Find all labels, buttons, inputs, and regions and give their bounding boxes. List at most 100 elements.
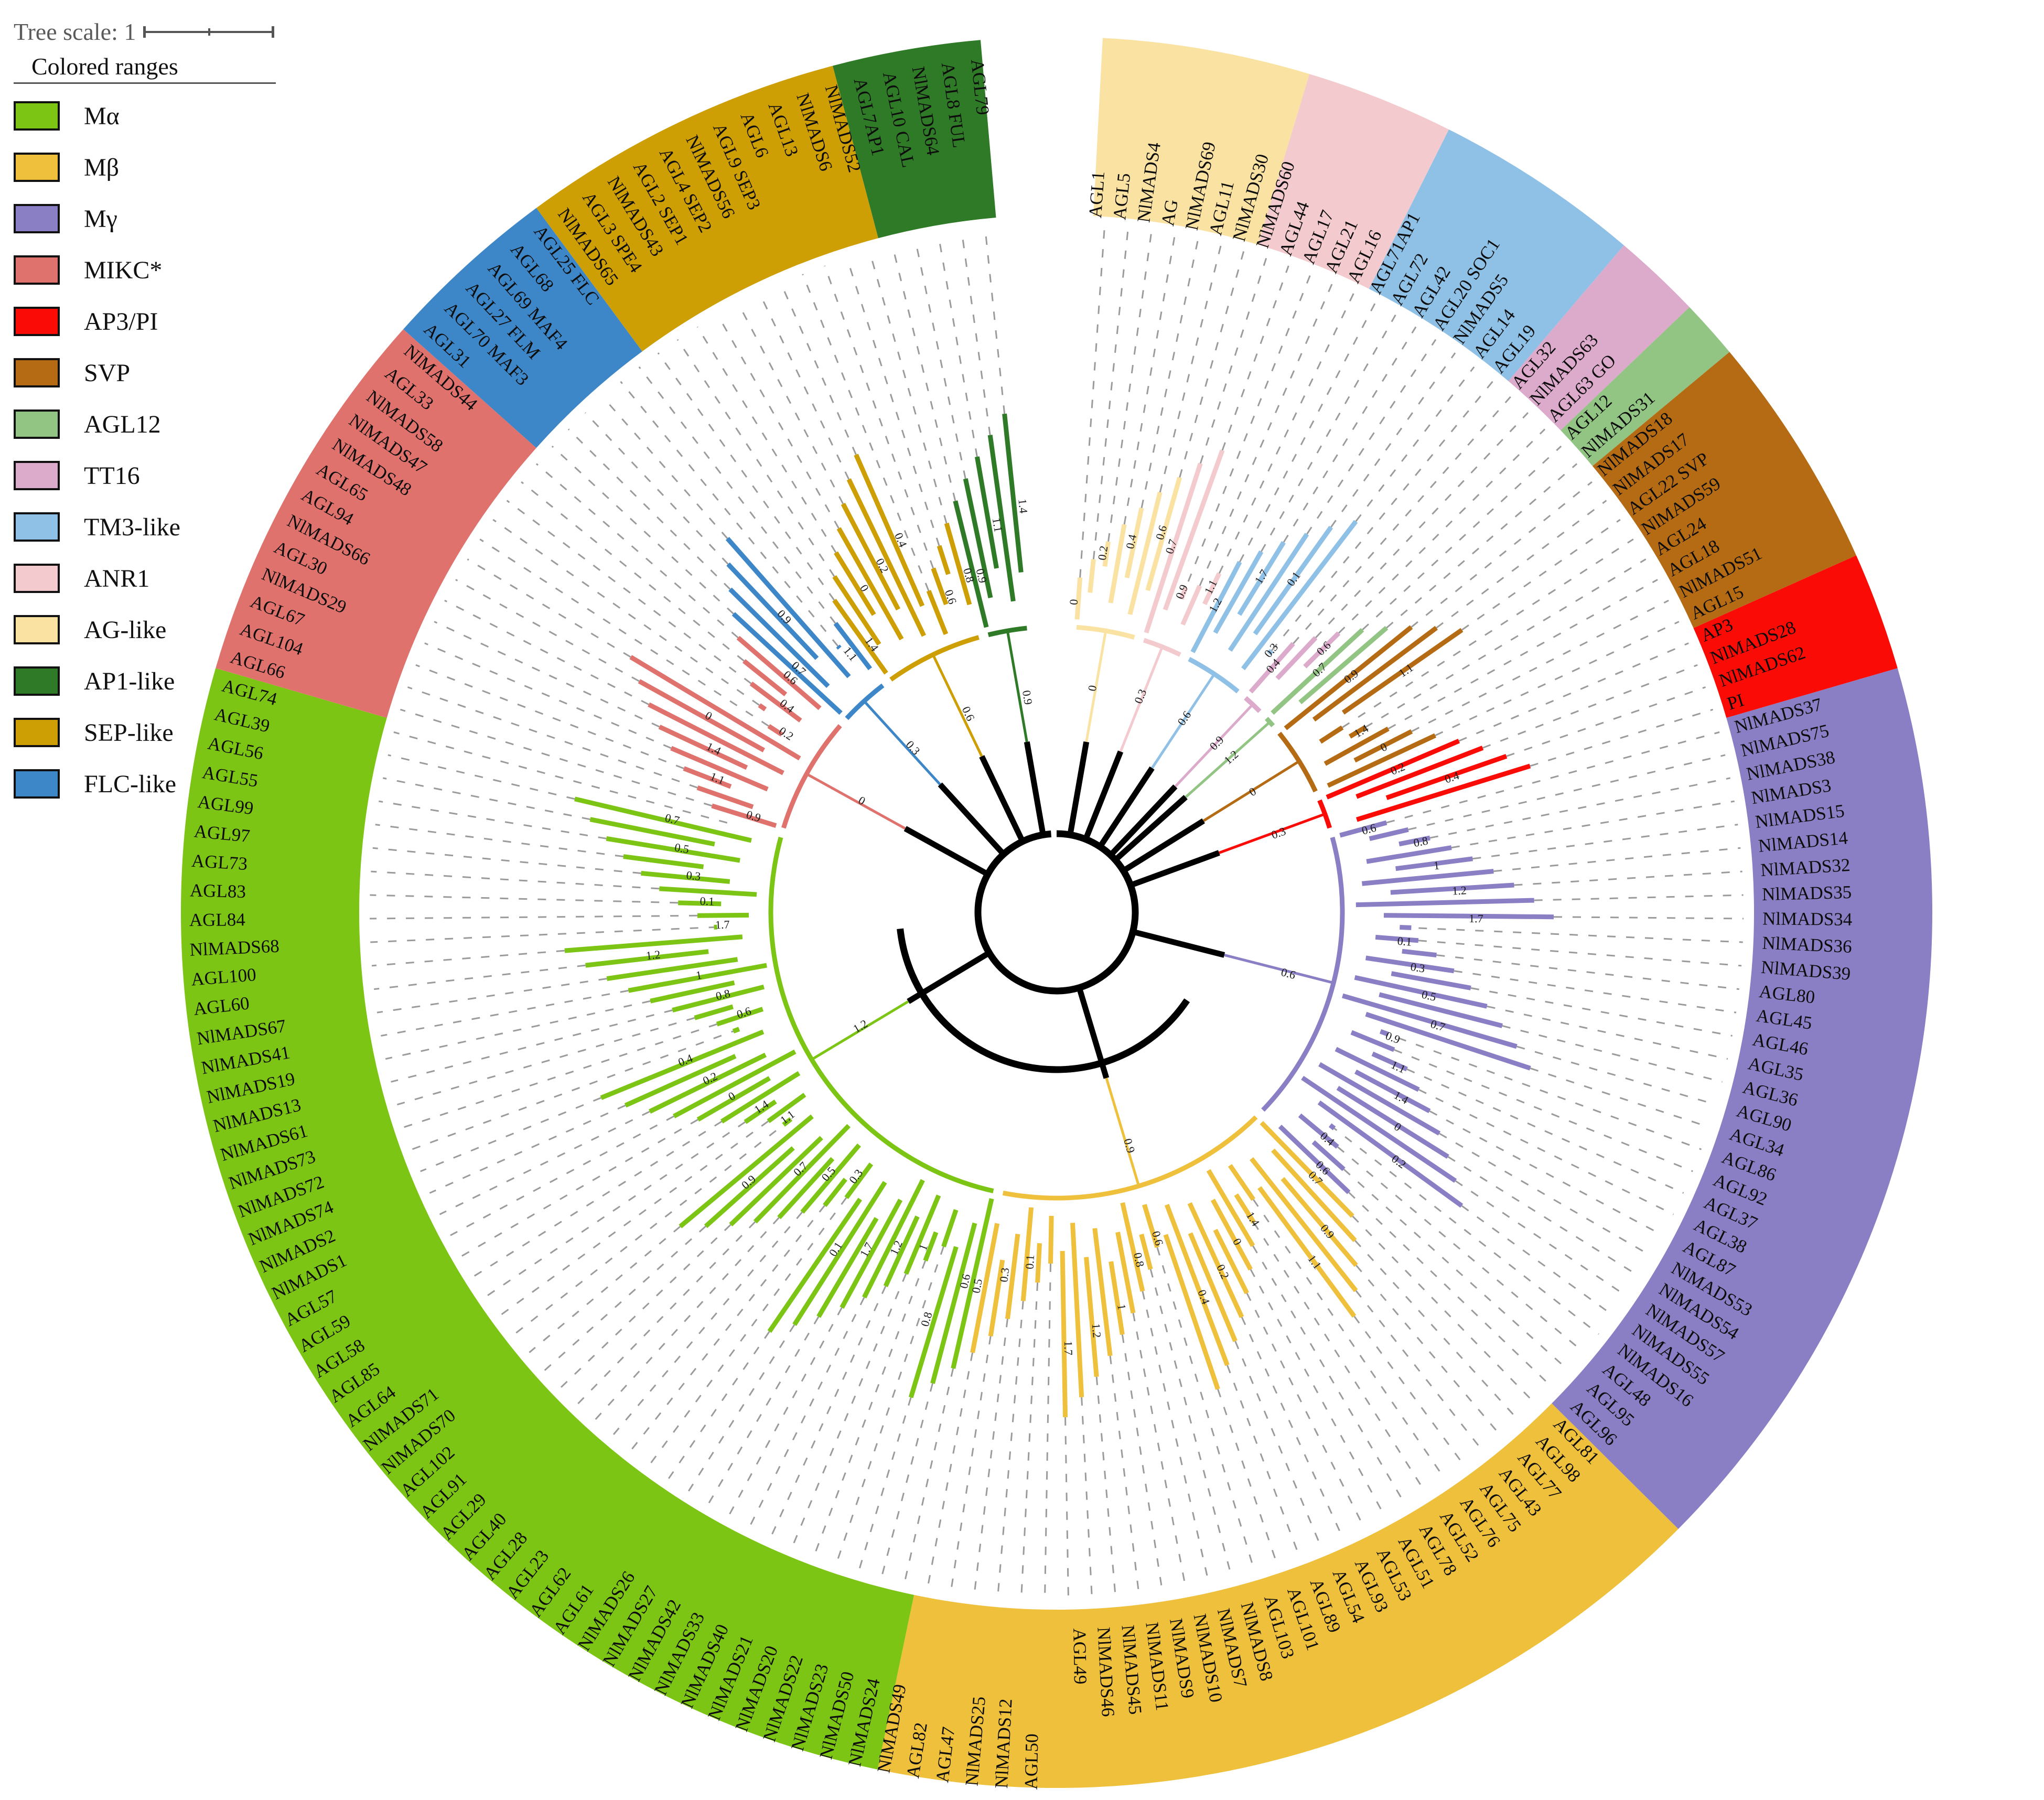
leaf-connector [1362, 445, 1562, 631]
leaf-connector [770, 1286, 887, 1537]
legend-item[interactable]: AP1-like [14, 655, 297, 707]
colored-range-sector[interactable] [216, 329, 536, 718]
tree-branch [781, 724, 842, 829]
leaf-connector [1218, 293, 1355, 574]
tree-branch [1356, 763, 1531, 822]
leaf-connector [444, 599, 649, 705]
leaf-connector [813, 1260, 927, 1556]
leaf-connector [687, 1324, 795, 1493]
tree-branch [1179, 587, 1188, 600]
tree-branch [923, 1231, 939, 1262]
leaf-connector [630, 1205, 825, 1452]
leaf-connector-dashes [370, 227, 1744, 1599]
tree-branch [1083, 750, 1124, 840]
leaf-connector [903, 1368, 954, 1582]
legend-item[interactable]: ANR1 [14, 553, 297, 604]
legend-item-label: AGL12 [84, 410, 161, 438]
colored-range-sector[interactable] [832, 40, 996, 239]
tree-branch [1108, 784, 1178, 857]
legend-item[interactable]: Mβ [14, 142, 297, 193]
legend-item[interactable]: FLC-like [14, 758, 297, 810]
tree-branch [1129, 850, 1220, 888]
tree-branch [1267, 649, 1274, 655]
tree-branch [589, 817, 715, 847]
tree-scale: Tree scale: 1 [14, 16, 297, 47]
colored-range-sector[interactable] [1369, 129, 1624, 381]
legend-item-label: AP1-like [84, 667, 175, 695]
tree-branch [696, 785, 754, 810]
leaf-connector [1343, 1168, 1569, 1371]
tree-branch [1311, 1140, 1346, 1171]
leaf-connector [467, 558, 631, 658]
leaf-connector [1348, 1192, 1553, 1388]
leaf-connector [1411, 481, 1593, 628]
colored-range-rings [181, 38, 1932, 1788]
tree-branch [1228, 1164, 1255, 1201]
leaf-connector [1454, 970, 1737, 1014]
tree-branch [897, 928, 1190, 1073]
branch-length-label: 0.3 [1410, 960, 1426, 975]
colored-range-sector[interactable] [536, 66, 878, 352]
tree-branch [1122, 818, 1205, 874]
leaf-connector [1530, 1067, 1709, 1128]
colored-range-sector[interactable] [877, 1403, 1679, 1788]
leaf-connector [370, 914, 698, 920]
leaf-connector [506, 500, 752, 684]
tree-branch [1098, 766, 1155, 848]
leaf-connector [474, 1120, 723, 1277]
tree-branch [1115, 1232, 1136, 1314]
legend-item[interactable]: TM3-like [14, 501, 297, 553]
tree-branch [937, 545, 951, 575]
tree-branch [854, 454, 925, 607]
colored-range-sector[interactable] [1552, 668, 1932, 1529]
leaf-connector [1159, 245, 1222, 493]
legend-item[interactable]: SVP [14, 347, 297, 398]
tree-branch [767, 724, 783, 737]
branch-length-label: 1.2 [1451, 883, 1467, 898]
leaf-connector [424, 642, 672, 749]
leaf-connector [1406, 1068, 1684, 1194]
leaf-connector [858, 1397, 912, 1571]
legend-item[interactable]: Mγ [14, 193, 297, 244]
branch-length-label: 0.5 [1420, 987, 1438, 1004]
colored-range-sector[interactable] [1258, 74, 1449, 289]
legend-item[interactable]: Mα [14, 90, 297, 142]
tree-branch [650, 980, 735, 1004]
tree-branch [574, 796, 752, 843]
tree-branch [777, 1157, 835, 1220]
tree-branch [1365, 1011, 1531, 1071]
tree-branch [729, 1136, 823, 1227]
legend-item[interactable]: MIKC* [14, 244, 297, 296]
leaf-connector [375, 824, 624, 858]
legend-item[interactable]: TT16 [14, 450, 297, 501]
leaf-connector [1439, 1133, 1652, 1257]
leaf-connector [1095, 1376, 1116, 1597]
colored-range-sector[interactable] [1093, 38, 1310, 245]
legend-item-label: Mγ [84, 204, 117, 233]
colored-range-sector[interactable] [1592, 352, 1856, 628]
leaf-connector [1411, 599, 1669, 732]
legend-item[interactable]: AG-like [14, 604, 297, 655]
tree-branch [1391, 971, 1471, 990]
legend-item[interactable]: SEP-like [14, 707, 297, 758]
leaf-connector [1306, 339, 1437, 535]
tree-branch [903, 826, 989, 877]
legend-item[interactable]: AP3/PI [14, 296, 297, 347]
tree-branch [1402, 948, 1437, 958]
tree-branch [1390, 882, 1514, 895]
leaf-connector [370, 926, 717, 943]
tree-branch [1335, 1047, 1420, 1092]
colored-range-sector[interactable] [1693, 555, 1898, 718]
tree-branch [1105, 1077, 1141, 1187]
leaf-connector [379, 800, 607, 839]
colored-range-sector[interactable] [1508, 245, 1690, 430]
leaf-connector [1246, 1292, 1364, 1527]
leaf-connector [1353, 1316, 1465, 1466]
colored-range-sector[interactable] [403, 208, 642, 448]
tree-branch [974, 456, 999, 569]
colored-range-sector[interactable] [181, 668, 915, 1770]
legend-item[interactable]: AGL12 [14, 398, 297, 450]
tree-branch [1237, 541, 1286, 616]
tree-branch [1348, 725, 1367, 739]
colored-range-sector[interactable] [1561, 307, 1730, 466]
